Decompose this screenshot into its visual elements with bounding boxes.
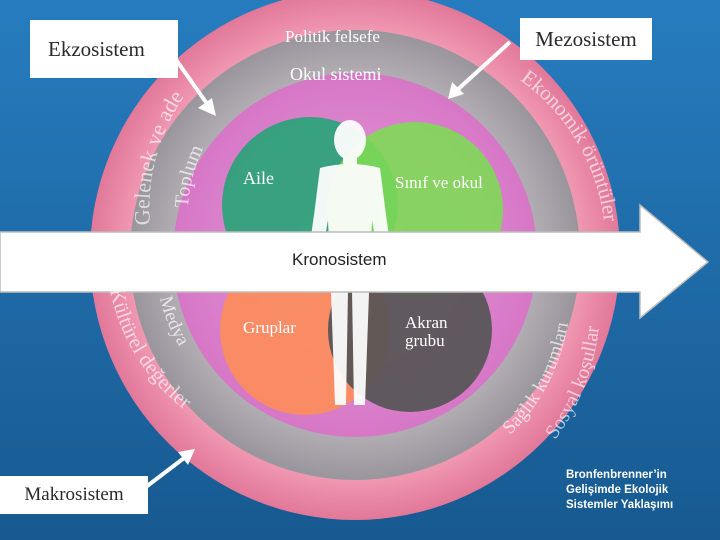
makrosistem-label: Makrosistem	[0, 476, 148, 514]
kronosistem-label: Kronosistem	[292, 250, 386, 269]
caption-line-1: Bronfenbrenner’in	[566, 469, 667, 481]
akran-label-line1: Akran	[405, 313, 448, 332]
pointer-arrowheads	[178, 82, 464, 465]
ekzosistem-label: Ekzosistem	[30, 20, 178, 78]
politik-felsefe-label: Politik felsefe	[285, 27, 380, 46]
caption-line-2: Gelişimde Ekolojik	[566, 484, 669, 496]
sinif-label: Sınıf ve okul	[395, 173, 483, 192]
caption-line-3: Sistemler Yaklaşımı	[566, 499, 674, 511]
gruplar-label: Gruplar	[243, 318, 296, 337]
caption: Bronfenbrenner’in Gelişimde Ekolojik Sis…	[566, 468, 714, 513]
aile-label: Aile	[243, 168, 274, 188]
akran-label-line2: grubu	[405, 331, 445, 350]
okul-sistemi-label: Okul sistemi	[290, 64, 382, 84]
mezosistem-label: Mezosistem	[520, 18, 652, 60]
kronosistem-arrow	[0, 203, 710, 320]
